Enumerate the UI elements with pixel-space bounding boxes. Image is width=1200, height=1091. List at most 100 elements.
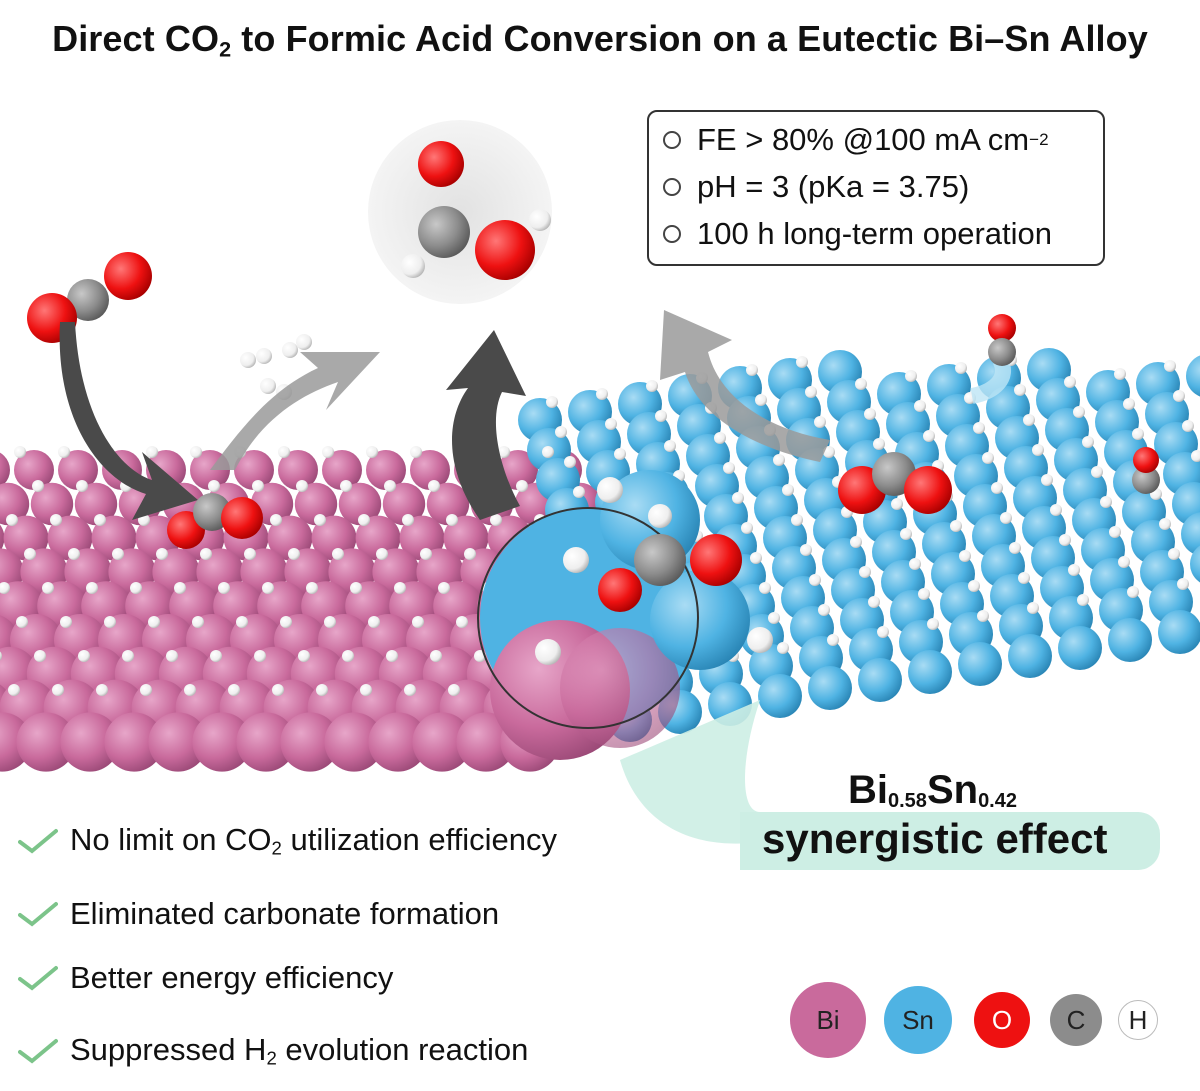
hydrogen-atom	[76, 480, 88, 492]
hydrogen-atom	[950, 520, 962, 532]
circle-bullet-icon	[663, 225, 681, 243]
hydrogen-atom	[873, 438, 885, 450]
teal-callout-tail	[620, 700, 760, 844]
hydrogen-atom	[573, 486, 585, 498]
hydrogen-atom	[104, 616, 116, 628]
bi-atom	[280, 712, 340, 772]
hydrogen-atom	[768, 612, 780, 624]
hydrogen-atom	[555, 426, 567, 438]
hydrogen-atom	[324, 616, 336, 628]
hydrogen-atom	[280, 616, 292, 628]
co2-adsorbed-bi	[167, 493, 263, 549]
hydrogen-atom	[130, 582, 142, 594]
hydrogen-atom	[8, 684, 20, 696]
sn-atom	[1186, 355, 1200, 397]
co2-molecule-incoming	[27, 252, 152, 343]
hydrogen-atom	[864, 408, 876, 420]
hydrogen-atom	[314, 514, 326, 526]
bi-atom	[324, 712, 384, 772]
checklist-item: Suppressed H2 evolution reaction	[18, 1032, 528, 1070]
hydrogen-atom	[174, 582, 186, 594]
hydrogen-atom	[68, 548, 80, 560]
hydrogen-atom	[6, 514, 18, 526]
hydrogen-atom	[1191, 450, 1200, 462]
hydrogen-atom	[404, 684, 416, 696]
legend-o: O	[974, 992, 1030, 1048]
hydrogen-atom	[605, 418, 617, 430]
hydrogen-atom	[796, 356, 808, 368]
hydrogen-atom	[78, 650, 90, 662]
hydrogen-atom	[1168, 548, 1180, 560]
hydrogen-atom	[366, 446, 378, 458]
legend-c: C	[1050, 994, 1102, 1046]
hydrogen-atom	[16, 616, 28, 628]
co-molecule-adsorbed	[1132, 447, 1160, 494]
hydrogen-atom	[516, 480, 528, 492]
hydrogen-atom	[1132, 428, 1144, 440]
bi-atom	[74, 482, 118, 526]
h2-release-arrow	[210, 352, 380, 470]
hydrogen-atom	[60, 616, 72, 628]
hydrogen-atom	[448, 684, 460, 696]
bi-atom	[0, 482, 30, 526]
sn-atom	[758, 674, 802, 718]
synergistic-effect-label: synergistic effect	[762, 815, 1108, 862]
bi-atom	[91, 515, 137, 561]
hydrogen-atom	[955, 362, 967, 374]
hydrogen-atom	[122, 650, 134, 662]
hydrogen-atom	[809, 574, 821, 586]
hydrogen-atom	[52, 684, 64, 696]
performance-info-box: FE > 80% @100 mA cm−2 pH = 3 (pKa = 3.75…	[647, 110, 1105, 266]
hydrogen-atom	[94, 514, 106, 526]
hydrogen-atom	[410, 446, 422, 458]
hydrogen-atom	[208, 480, 220, 492]
hydrogen-atom	[1041, 474, 1053, 486]
hydrogen-atom	[596, 388, 608, 400]
hydrogen-atom	[1127, 586, 1139, 598]
hydrogen-atom	[1100, 496, 1112, 508]
bi-atom	[366, 450, 406, 490]
hydrogen-atom	[1014, 384, 1026, 396]
hydrogen-atom	[900, 528, 912, 540]
checkmark-icon	[18, 966, 58, 991]
interface-zoom-inset	[477, 470, 773, 760]
bi-atom	[311, 515, 357, 561]
bi-atom	[338, 482, 382, 526]
bi-atom	[399, 515, 445, 561]
hydrogen-atom	[376, 548, 388, 560]
hydrogen-atom	[664, 440, 676, 452]
sn-atom	[1181, 512, 1200, 556]
hydrogen-atom	[456, 616, 468, 628]
hydrogen-atom	[288, 548, 300, 560]
hydrogen-atom	[14, 446, 26, 458]
hydrogen-atom	[254, 650, 266, 662]
hydrogen-atom	[1064, 376, 1076, 388]
hydrogen-atom	[446, 514, 458, 526]
hydrogen-atom	[564, 456, 576, 468]
bi-atom	[294, 482, 338, 526]
hydrogen-atom	[777, 642, 789, 654]
hydrogen-atom	[1073, 406, 1085, 418]
co-molecule-desorbing	[970, 314, 1016, 404]
sn-atom	[1108, 618, 1152, 662]
hydrogen-atom	[1027, 602, 1039, 614]
sn-release-arrow	[660, 310, 830, 462]
hydrogen-atom	[905, 370, 917, 382]
sn-atom	[1190, 545, 1200, 583]
hydrogen-atom	[741, 522, 753, 534]
formic-acid-molecule	[401, 141, 551, 280]
hydrogen-atom	[244, 548, 256, 560]
bi-atom	[60, 712, 120, 772]
hydrogen-atom	[850, 536, 862, 548]
hydrogen-atom	[316, 684, 328, 696]
bi-atom	[410, 450, 450, 490]
hydrogen-atom	[146, 446, 158, 458]
info-item-fe: FE > 80% @100 mA cm−2	[663, 122, 1049, 158]
bi-atom	[0, 452, 10, 488]
hydrogen-atom	[228, 684, 240, 696]
bi-atom	[368, 712, 428, 772]
bi-atom	[234, 450, 274, 490]
hydrogen-atom	[50, 514, 62, 526]
hydrogen-atom	[490, 514, 502, 526]
